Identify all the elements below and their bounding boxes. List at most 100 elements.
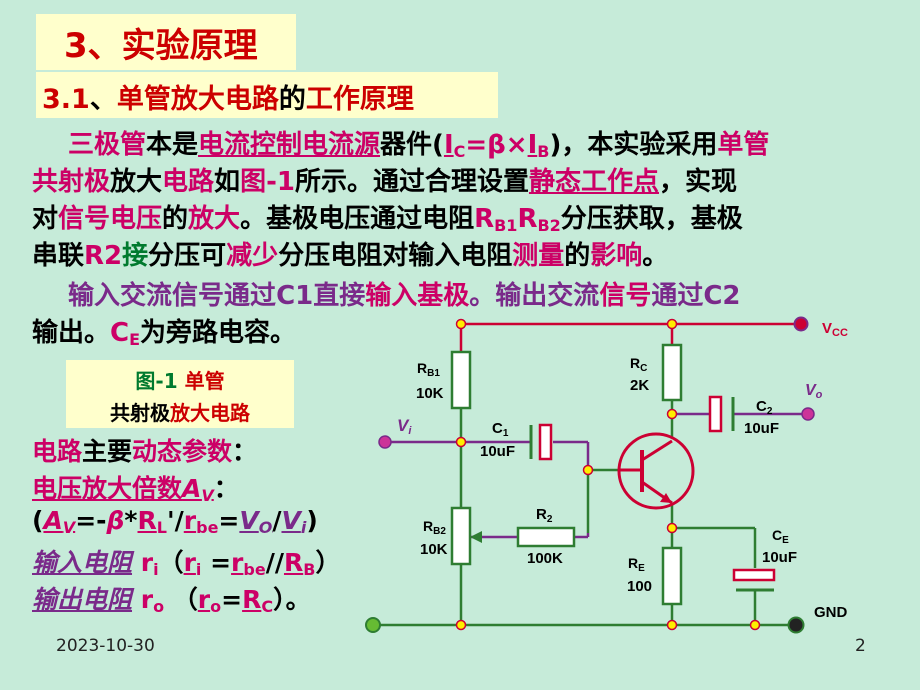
text-ro2: ro	[197, 585, 222, 616]
text: ，实现	[658, 167, 737, 197]
rb2-label: RB2	[423, 518, 446, 537]
text-reduce: 减少	[226, 241, 279, 271]
text-measure: 测量	[512, 241, 565, 271]
text: //	[265, 548, 284, 577]
text: 本是	[146, 130, 199, 160]
text: (	[32, 506, 44, 535]
text-ac: 交流	[120, 281, 173, 311]
text-signal-voltage: 信号电压	[58, 204, 163, 234]
text-fig-label: 图-1	[135, 369, 185, 393]
text: 。基极电压通过电阻	[240, 204, 475, 234]
junction-dots	[455, 318, 761, 631]
para1-line3: 对信号电压的放大。基极电压通过电阻RB1RB2分压获取，基极	[32, 201, 902, 244]
text: 输出。	[32, 318, 111, 348]
gnd-terminal-right	[787, 616, 805, 634]
text: 器件(	[380, 130, 444, 160]
text-ro: ro	[132, 585, 165, 616]
text: 如	[214, 167, 241, 197]
re-resistor	[661, 546, 683, 606]
gnd-label: GND	[814, 604, 848, 621]
text-c2: C2	[703, 281, 741, 311]
text-fig-amp: 放大电路	[170, 401, 250, 425]
text: /	[272, 506, 282, 535]
text: 对	[32, 204, 59, 234]
text: =-	[75, 506, 107, 535]
text: )	[306, 506, 318, 535]
gnd-terminal-left	[365, 617, 381, 633]
text: '/	[166, 506, 184, 535]
text-ce-cap: CE	[110, 318, 141, 349]
text-circuit: 电路	[32, 437, 83, 466]
green-wires	[373, 400, 796, 627]
text: =	[221, 585, 243, 614]
text: （	[164, 585, 198, 614]
text-r2: R2	[84, 241, 123, 271]
text-beta: =β×	[465, 130, 528, 160]
text-transistor: 三极管	[68, 130, 147, 160]
text: 所示。通过合理设置	[294, 167, 529, 197]
text-rb2: RB2	[517, 204, 561, 235]
rb2-value: 10K	[420, 541, 448, 558]
params-heading: 电路主要动态参数：	[32, 432, 257, 468]
subtitle-number: 3.1	[42, 84, 90, 115]
text: =	[201, 548, 232, 577]
text: ）。	[273, 585, 311, 614]
rb2-potentiometer	[450, 506, 472, 566]
text-dynamic: 动态参数	[132, 437, 233, 466]
figure-caption-box	[66, 360, 294, 428]
rc-resistor	[661, 343, 683, 402]
para2-line1: 输入交流信号通过C1直接输入基极。输出交流信号通过C2	[32, 278, 902, 315]
text-output-resistance: 输出电阻	[32, 585, 133, 614]
footer-page-number: 2	[855, 636, 866, 656]
params-formula: (AV=-β*RL'/rbe=VO/Vi)	[32, 506, 318, 537]
para1-line4: 串联R2接分压可减少分压电阻对输入电阻测量的影响。	[32, 238, 902, 275]
text-ib: IB	[527, 130, 550, 161]
params-rout: 输出电阻 ro （ro=RC）。	[32, 580, 311, 616]
text: 分压电阻对输入电阻	[278, 241, 513, 271]
text-fig-ce: 共射极	[110, 401, 170, 425]
text-colon: ：	[213, 474, 239, 503]
text-circuit: 电路	[162, 167, 215, 197]
slide-subtitle: 3.1、单管放大电路的工作原理	[42, 77, 414, 116]
r2-label: R2	[536, 506, 553, 525]
text-fig1: 图-1	[240, 167, 295, 197]
text-beta: β	[106, 506, 125, 535]
text: 为旁路电容。	[140, 318, 297, 348]
text-rl: RL	[137, 506, 167, 537]
r2-resistor	[516, 526, 576, 548]
text: 分压获取，基极	[560, 204, 743, 234]
c2-label: C2	[756, 398, 773, 417]
text-av: AV	[182, 474, 214, 505]
text-input: 输入	[68, 281, 121, 311]
figure-caption-line1: 图-1 单管	[66, 365, 294, 394]
text-rc: RC	[242, 585, 274, 616]
text: 的	[162, 204, 189, 234]
text-av2: AV	[43, 506, 76, 537]
ce-capacitor	[732, 568, 776, 592]
rb1-label: RB1	[417, 360, 440, 379]
params-rin: 输入电阻 ri（ri =rbe//RB）	[32, 543, 340, 579]
para2-line2: 输出。CE为旁路电容。	[32, 315, 902, 358]
r2-value: 100K	[527, 550, 563, 567]
text-rb: RB	[283, 548, 316, 579]
rc-value: 2K	[630, 377, 649, 394]
text-gain: 电压放大倍数	[32, 474, 183, 503]
text: )，本实验采用	[549, 130, 718, 160]
re-value: 100	[627, 578, 652, 595]
ce-value: 10uF	[762, 549, 797, 566]
text-influence: 影响	[590, 241, 643, 271]
vcc-label: VCC	[822, 320, 848, 339]
footer-date: 2023-10-30	[56, 636, 155, 656]
subtitle-principle: 工作原理	[305, 84, 414, 115]
c1-capacitor	[529, 423, 553, 461]
text: 串联	[32, 241, 85, 271]
text: 的	[564, 241, 591, 271]
text-vo: VO	[239, 506, 273, 537]
title-box	[36, 14, 296, 70]
text-via: 通过	[224, 281, 277, 311]
wiper-arrow-icon	[470, 531, 482, 543]
subtitle-box	[36, 72, 498, 118]
text-main: 主要	[82, 437, 133, 466]
npn-transistor-icon	[617, 432, 695, 510]
text-ac2: 交流	[547, 281, 600, 311]
